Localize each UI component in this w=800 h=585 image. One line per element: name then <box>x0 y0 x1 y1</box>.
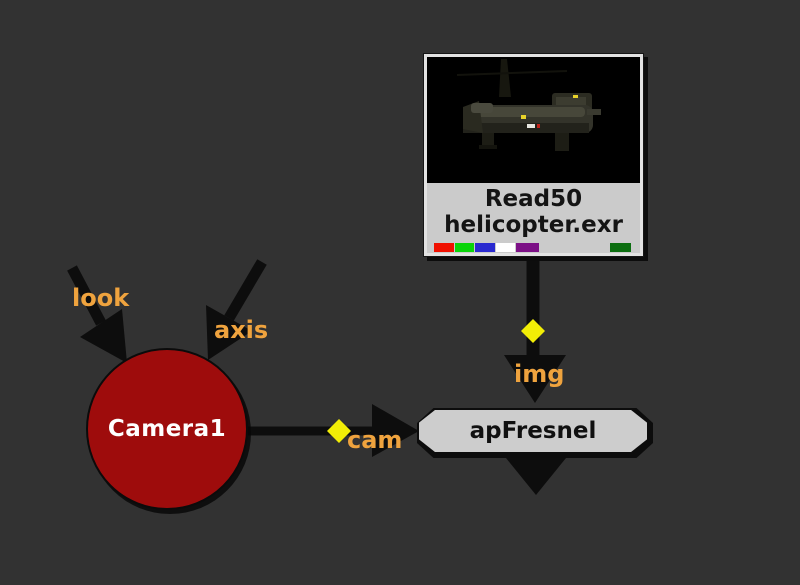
img-connection-handle-diamond[interactable] <box>521 319 545 343</box>
img-arrowhead-icon[interactable] <box>504 355 566 403</box>
helicopter-thumbnail-image <box>427 57 640 183</box>
img-port-label: img <box>514 360 565 388</box>
mask-channel-bar <box>610 243 631 252</box>
read50-node-name: Read50 <box>484 186 583 212</box>
look-input-arrowhead-icon[interactable] <box>80 309 127 363</box>
axis-input-arrowhead-icon[interactable] <box>206 305 252 360</box>
shader-output-arrowhead-icon[interactable] <box>506 458 566 495</box>
axis-port-label: axis <box>214 316 269 344</box>
look-input-connector[interactable] <box>67 265 106 326</box>
node-read50[interactable]: Read50 helicopter.exr <box>423 53 644 257</box>
read50-label-area: Read50 helicopter.exr <box>427 183 640 253</box>
channel-bar-white <box>496 243 515 252</box>
cam-port-label: cam <box>347 426 403 454</box>
cam-arrowhead-icon[interactable] <box>372 404 419 457</box>
node-camera1[interactable]: Camera1 <box>86 348 248 510</box>
channel-bar-green <box>455 243 474 252</box>
look-port-label: look <box>72 284 130 312</box>
apfresnel-node-name: apFresnel <box>469 418 597 444</box>
camera1-node-name: Camera1 <box>107 416 227 442</box>
read50-thumbnail <box>427 57 640 183</box>
channel-bar-purple <box>516 243 539 252</box>
axis-input-connector[interactable] <box>224 259 267 321</box>
cam-connection-handle-diamond[interactable] <box>327 419 351 443</box>
channel-bar-blue <box>475 243 495 252</box>
read50-channel-bars <box>427 243 640 252</box>
read50-filename: helicopter.exr <box>444 212 623 238</box>
channel-bar-red <box>434 243 454 252</box>
node-apfresnel[interactable]: apFresnel <box>417 408 653 458</box>
apfresnel-node-body[interactable]: apFresnel <box>419 410 647 452</box>
